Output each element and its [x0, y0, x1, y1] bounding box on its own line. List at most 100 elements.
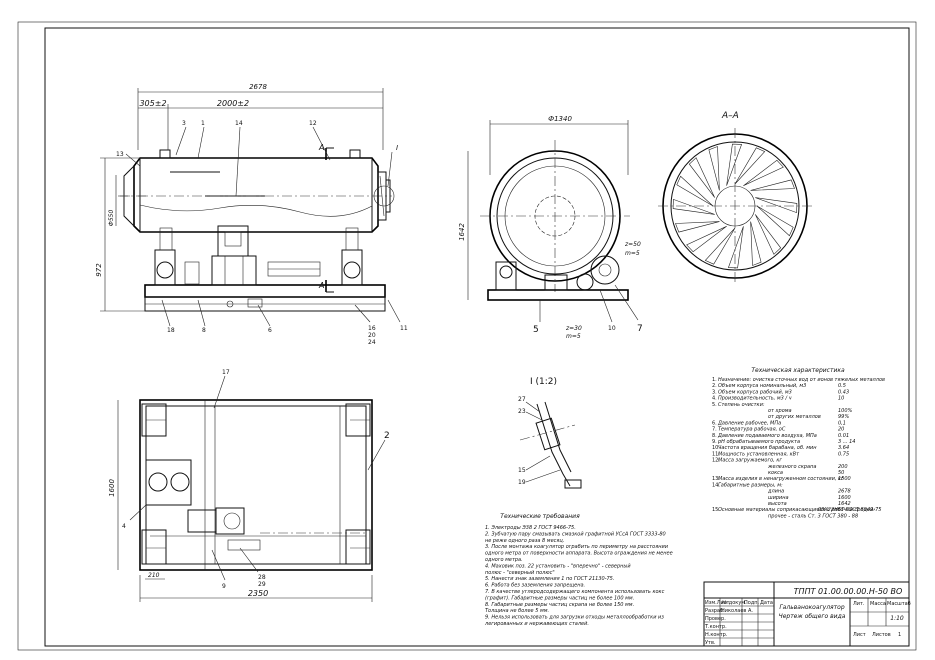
- spec-label: Давление рабочее, МПа: [717, 420, 781, 426]
- spec-label: Температура рабочая, оС: [718, 427, 786, 433]
- side-view: Ф1340 1642 z=50 m=5 z=30 m=5 5 10 7: [458, 115, 643, 340]
- callout-16: 16: [368, 325, 376, 332]
- spec-value: 99%: [838, 414, 849, 420]
- spec-value: 0,1: [838, 420, 846, 426]
- callout-29: 29: [258, 581, 266, 588]
- doc-number: ТППТ 01.00.00.00.Н-50 ВО: [794, 587, 903, 596]
- dim-plan-offset: 210: [148, 572, 160, 579]
- tech-req-line: 8. Габаритные размеры частиц скрапа не б…: [485, 602, 634, 608]
- spec-num: 1.: [712, 377, 717, 383]
- tech-req-line: 3. После монтажа коагулятор ограбить по …: [485, 544, 669, 550]
- callout-2: 2: [384, 431, 390, 441]
- tech-req-line: легированных и нержавеющих сталей.: [484, 621, 589, 627]
- tech-req-line: (графит). Габаритные размеры частиц не б…: [485, 595, 634, 601]
- tech-req-line: 6. Работа без заземления запрещена.: [485, 583, 585, 589]
- spec-label: рН обрабатываемого продукта: [717, 439, 800, 445]
- blade: [755, 197, 798, 214]
- gear-label-1: z=50: [624, 241, 641, 248]
- spec-label: Масса изделия в ненагруженном состоянии,…: [718, 476, 844, 482]
- spec-label: Габаритные размеры, м:: [718, 482, 783, 488]
- row-date: Дата: [760, 600, 773, 606]
- spec-label: Производительность, м3 / ч: [718, 396, 792, 402]
- col-lit: Лит.: [853, 601, 865, 607]
- row-sign: Подп.: [744, 600, 760, 606]
- spec-value: 50: [838, 470, 844, 476]
- callout-24: 24: [368, 339, 376, 346]
- spec-label: Объем корпуса рабочий, м3: [718, 389, 792, 395]
- callout-18: 18: [167, 327, 175, 334]
- role-utv: Утв.: [705, 640, 716, 646]
- dim-plan-length: 2350: [248, 589, 268, 598]
- tech-req-line: 9. Нельзя использовать для загрузки отхо…: [485, 615, 664, 621]
- spec-label: Частота вращения барабана, об. мин: [718, 445, 817, 451]
- spec-num: 12.: [712, 458, 720, 464]
- title-block: ТППТ 01.00.00.00.Н-50 ВО Гальванокоагуля…: [703, 581, 911, 647]
- dim-drum-diameter: Ф1340: [548, 115, 572, 123]
- spec-value: 2678: [838, 489, 851, 495]
- role-razrab: Разраб.: [705, 608, 725, 614]
- spec-value: 1500: [838, 476, 851, 482]
- tech-requirements: Технические требования 1. Электроды Э38 …: [484, 513, 673, 627]
- spec-value: 3.64: [838, 445, 849, 451]
- spec-label: железного скрапа: [767, 464, 816, 470]
- spec-value: 0.5: [838, 383, 846, 389]
- sheet-label: Лист: [853, 632, 866, 638]
- tech-req-line: одного метра от поверхности аппарата. Вы…: [485, 551, 673, 557]
- callout-27: 27: [518, 396, 526, 403]
- callout-13: 13: [116, 151, 124, 158]
- tech-req-line: 7. В качестве углеродсодержащего компоне…: [485, 589, 665, 595]
- tech-req-line: полюс - "северный полюс": [485, 570, 555, 576]
- blade: [726, 143, 743, 186]
- spec-num: 13.: [712, 476, 720, 482]
- blade: [708, 146, 720, 191]
- spec-value: 0.75: [838, 451, 849, 457]
- tech-req-line: 1. Электроды Э38 2 ГОСТ 9466-75.: [485, 525, 576, 531]
- callout-11: 11: [400, 325, 408, 332]
- spec-label: кокса: [768, 470, 783, 476]
- col-scale: Масштаб: [887, 601, 911, 607]
- tech-spec: Техническая характеристика 1.Назначение:…: [712, 367, 885, 519]
- blade: [686, 226, 727, 253]
- callout-12: 12: [309, 120, 317, 127]
- spec-num: 9.: [712, 439, 717, 445]
- blade: [734, 147, 766, 185]
- spec-label: Масса загружаемого, кг: [718, 458, 782, 464]
- spec-num: 15.: [712, 507, 720, 513]
- spec-value: 1642: [838, 501, 851, 507]
- outer-frame: [17, 21, 917, 651]
- tech-req-line: Толщина не более 5 мм.: [485, 608, 549, 614]
- row-izm: Изм.Лист: [705, 600, 730, 606]
- spec-value: 3 ... 14: [838, 439, 856, 445]
- callout-7: 7: [637, 324, 643, 334]
- gear-label-3: z=30: [565, 325, 582, 332]
- role-tkontr: Т.контр.: [704, 624, 727, 630]
- sheets-count: 1: [898, 632, 901, 638]
- blade: [672, 198, 715, 215]
- blade: [675, 221, 720, 233]
- spec-label: прочее - сталь Ст. 3 ГОСТ 380 - 88: [768, 513, 858, 519]
- blade: [755, 214, 782, 255]
- drawing-name-1: Гальванокоагулятор: [779, 604, 844, 611]
- tech-req-line: одного метра.: [485, 557, 523, 563]
- front-callouts: 3 1 14 12 13 18 8 6 16 20 24 11: [116, 120, 408, 346]
- inner-frame: [44, 27, 910, 647]
- callout-4: 4: [122, 523, 126, 530]
- spec-num: 5.: [712, 402, 717, 408]
- callout-5: 5: [533, 325, 539, 335]
- callout-14: 14: [235, 120, 243, 127]
- tech-req-line: 5. Нанести знак заземления 1 по ГОСТ 211…: [485, 576, 614, 582]
- blade: [688, 157, 715, 198]
- spec-num: 10.: [712, 445, 720, 451]
- spec-num: 14.: [712, 482, 720, 488]
- gear-label-2: m=5: [625, 250, 640, 257]
- spec-num: 6.: [712, 420, 717, 426]
- spec-num: 2.: [712, 383, 717, 389]
- spec-value: 200: [838, 464, 848, 470]
- front-view: 2678 305±2 2000±2: [95, 83, 408, 346]
- spec-num: 4.: [712, 396, 717, 402]
- drawing-name-2: Чертеж общего вида: [779, 613, 846, 620]
- callout-15: 15: [518, 467, 526, 474]
- blade: [750, 221, 762, 266]
- spec-label: ширина: [768, 495, 789, 501]
- dim-plan-width: 1600: [108, 479, 116, 497]
